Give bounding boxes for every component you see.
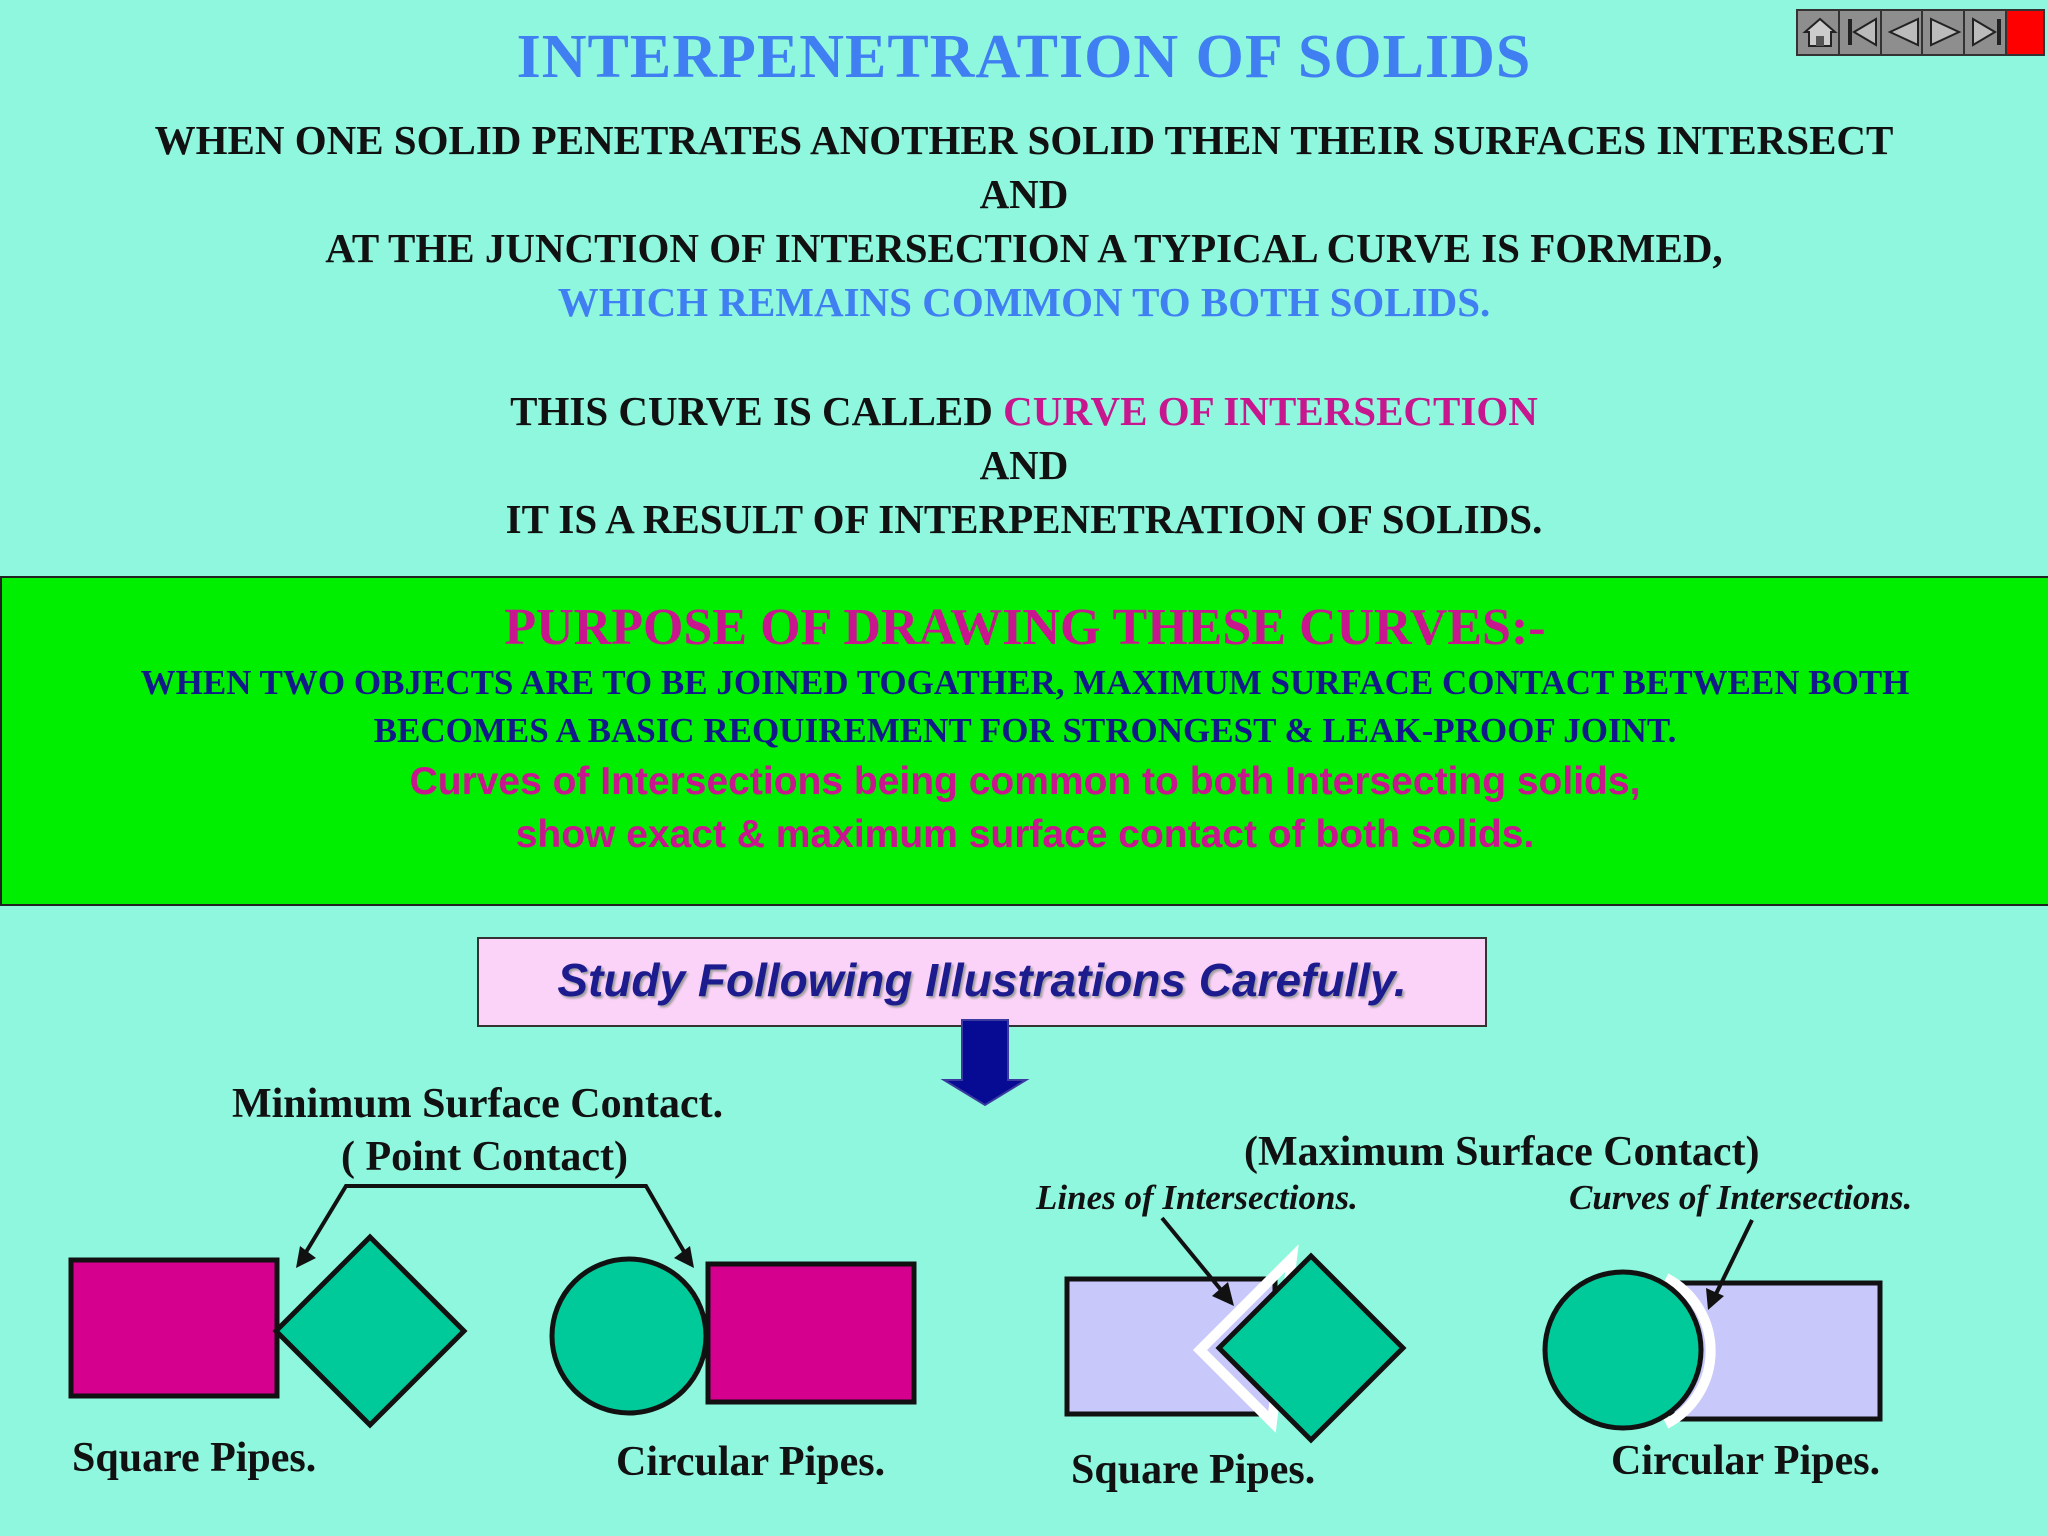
intro-line-2: AND	[979, 171, 1069, 217]
next-slide-icon	[1930, 17, 1962, 47]
lines-of-intersections-label: Lines of Intersections.	[1036, 1178, 1358, 1217]
slide-navigation-bar	[1796, 9, 2045, 56]
stop-button[interactable]	[2006, 11, 2043, 54]
purpose-line-3: Curves of Intersections being common to …	[409, 760, 1641, 803]
purpose-box: PURPOSE OF DRAWING THESE CURVES:- WHEN T…	[0, 576, 2048, 906]
square-pipe-rect-left	[68, 1257, 280, 1399]
intro-line-1: WHEN ONE SOLID PENETRATES ANOTHER SOLID …	[154, 117, 1894, 163]
curve-of-intersection-white	[1663, 1273, 1716, 1429]
intro-line-7: IT IS A RESULT OF INTERPENETRATION OF SO…	[505, 496, 1543, 542]
last-slide-icon	[1972, 17, 2001, 47]
next-slide-button[interactable]	[1923, 11, 1965, 54]
purpose-title: PURPOSE OF DRAWING THESE CURVES:-	[504, 599, 1546, 656]
arrow-head-left	[296, 1246, 316, 1268]
last-slide-button[interactable]	[1965, 11, 2007, 54]
minimum-surface-contact-label: Minimum Surface Contact.	[232, 1081, 724, 1127]
purpose-line-2: BECOMES A BASIC REQUIREMENT FOR STRONGES…	[373, 711, 1677, 750]
lines-of-intersection-pointer	[1160, 1216, 1228, 1298]
circular-pipes-left-label: Circular Pipes.	[616, 1439, 886, 1485]
previous-slide-icon	[1887, 17, 1919, 47]
circular-pipe-circle-right	[1542, 1269, 1704, 1431]
study-prompt-box: Study Following Illustrations Carefully.	[477, 937, 1487, 1027]
square-pipe-diamond-right	[1215, 1252, 1407, 1444]
intro-line-6: AND	[979, 442, 1069, 488]
point-contact-bracket	[298, 1184, 692, 1264]
purpose-line-1: WHEN TWO OBJECTS ARE TO BE JOINED TOGATH…	[140, 663, 1910, 702]
lines-pointer-arrow-head	[1212, 1282, 1234, 1306]
circular-pipe-circle-left	[549, 1256, 709, 1416]
home-icon	[1802, 17, 1838, 47]
intro-line-5: THIS CURVE IS CALLED CURVE OF INTERSECTI…	[0, 387, 2048, 435]
first-slide-icon	[1847, 17, 1877, 47]
circular-pipes-right-label: Circular Pipes.	[1611, 1438, 1881, 1484]
intro-line-3: AT THE JUNCTION OF INTERSECTION A TYPICA…	[325, 225, 1723, 271]
intro-line-4: WHICH REMAINS COMMON TO BOTH SOLIDS.	[557, 279, 1491, 325]
square-pipes-right-label: Square Pipes.	[1071, 1447, 1316, 1493]
curves-of-intersections-label: Curves of Intersections.	[1569, 1178, 1913, 1217]
square-pipe-diamond-left	[272, 1233, 468, 1429]
down-arrow-icon	[940, 1019, 1030, 1107]
maximum-surface-contact-label: (Maximum Surface Contact)	[1244, 1129, 1760, 1175]
study-prompt: Study Following Illustrations Carefully.	[557, 954, 1407, 1006]
previous-slide-button[interactable]	[1881, 11, 1924, 54]
purpose-line-4: show exact & maximum surface contact of …	[515, 813, 1535, 856]
curves-pointer-arrow-head	[1706, 1288, 1724, 1310]
arrow-head-right	[674, 1246, 694, 1268]
first-slide-button[interactable]	[1839, 11, 1882, 54]
curves-of-intersection-pointer	[1712, 1219, 1754, 1299]
point-contact-label: ( Point Contact)	[341, 1134, 628, 1180]
square-pipes-left-label: Square Pipes.	[72, 1435, 317, 1481]
curve-of-intersection-term: CURVE OF INTERSECTION	[1003, 388, 1538, 434]
intro-line-5-prefix: THIS CURVE IS CALLED	[510, 388, 1004, 434]
home-button[interactable]	[1798, 11, 1840, 54]
circular-pipe-rect-left	[705, 1261, 917, 1405]
slide-title: INTERPENETRATION OF SOLIDS	[516, 23, 1532, 91]
